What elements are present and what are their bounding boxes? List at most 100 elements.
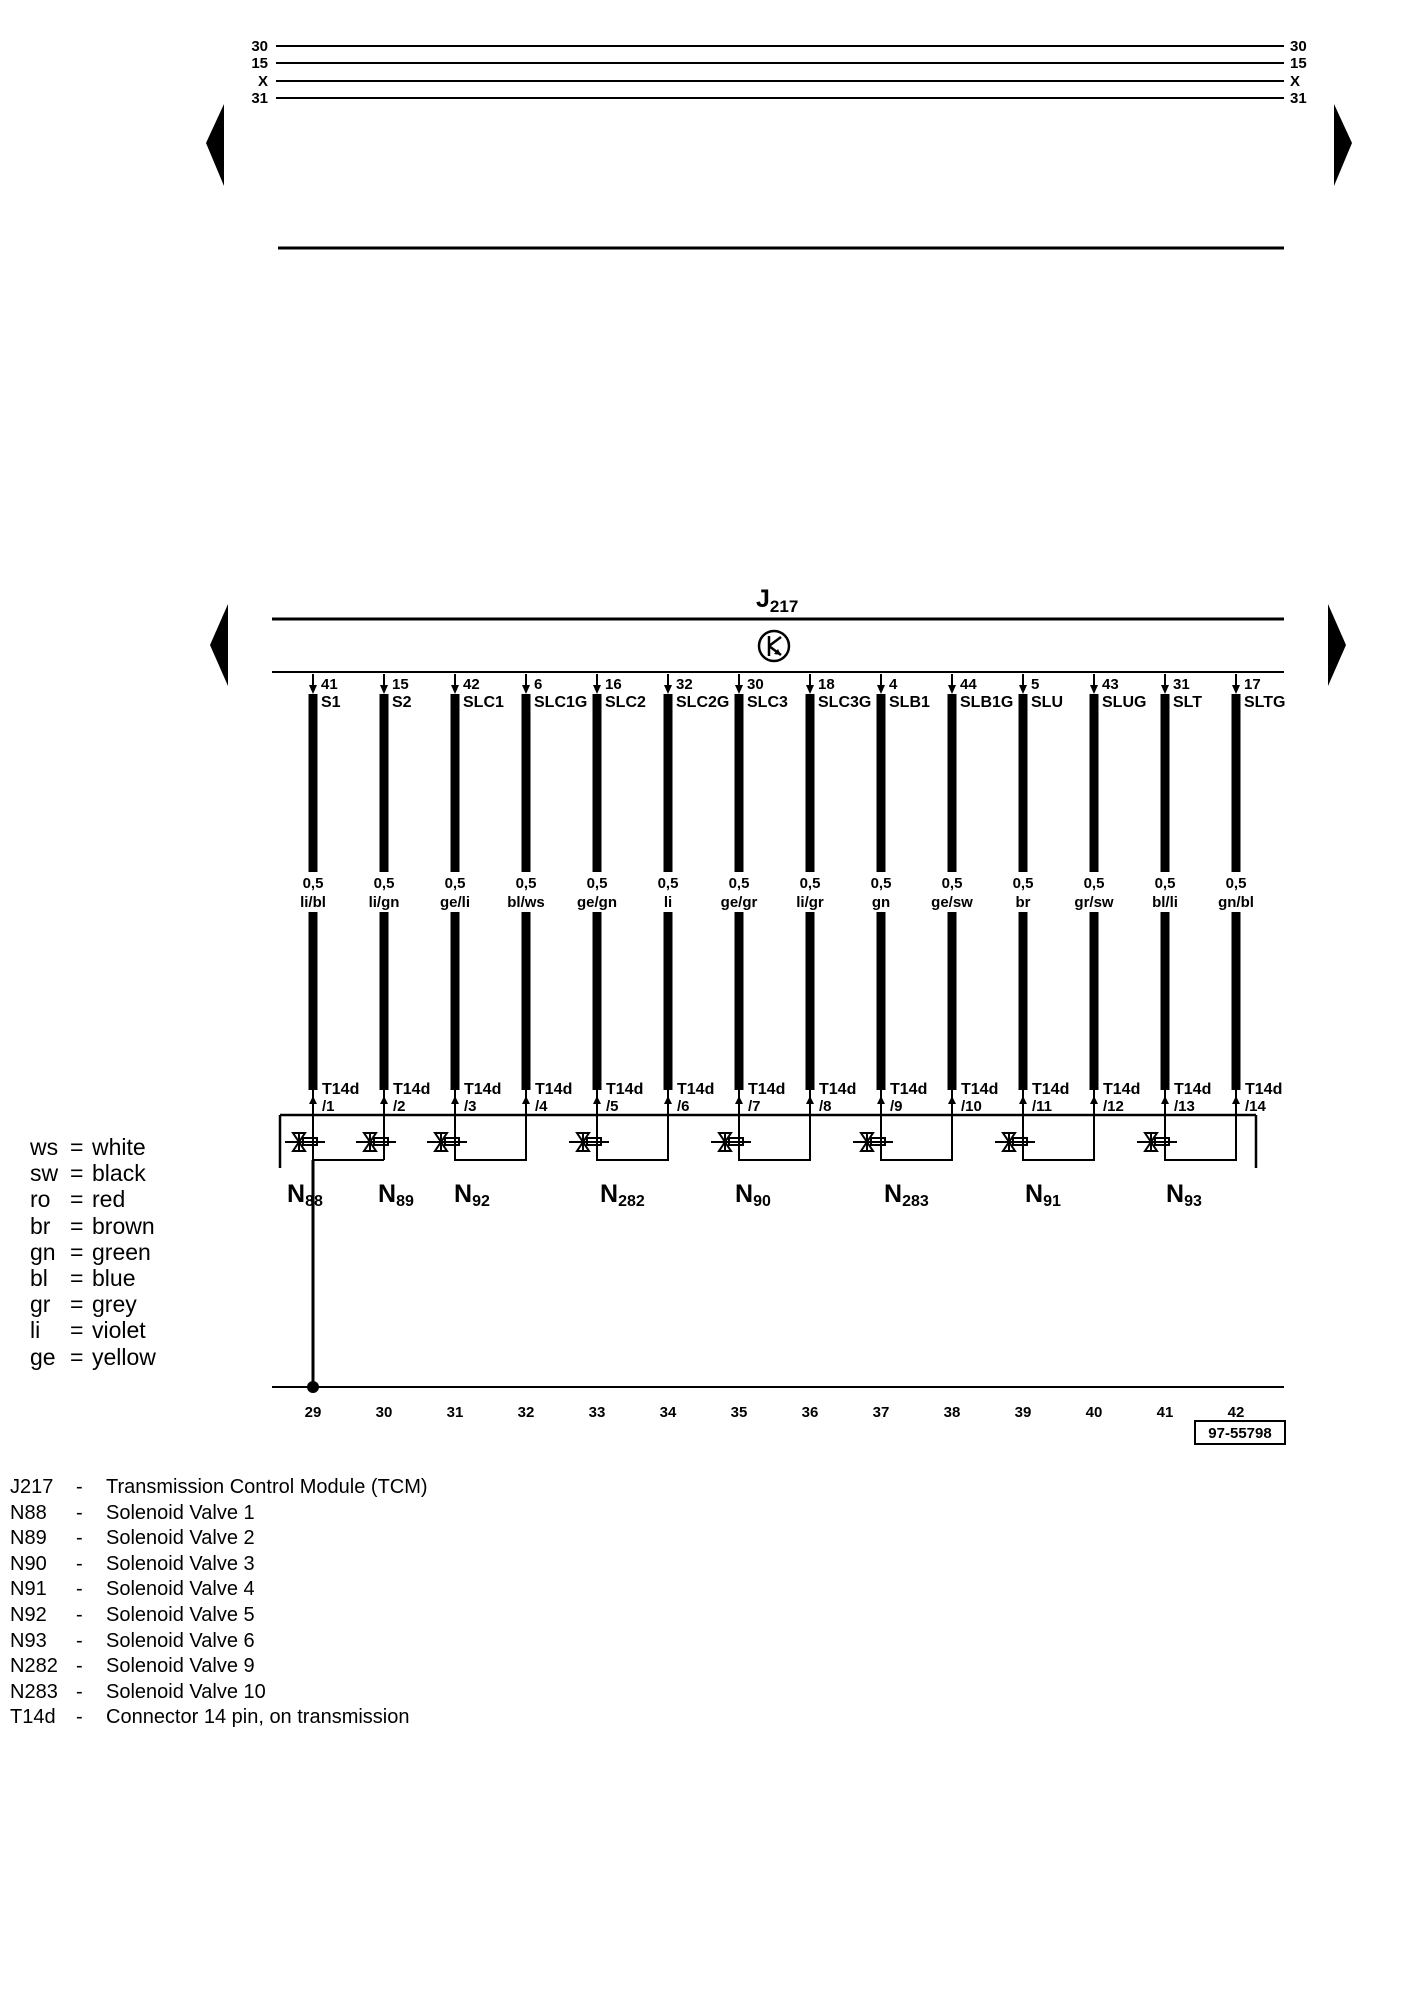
next-page-arrow-top[interactable]: [1334, 104, 1352, 186]
figure-number-box: 97-55798: [1194, 1420, 1286, 1445]
prev-page-arrow-top[interactable]: [206, 104, 224, 186]
connector-pin: /9: [890, 1098, 903, 1115]
key-code: N88: [10, 1501, 47, 1524]
module-pin-number: 4: [889, 676, 898, 693]
module-pin-arrow: [309, 685, 317, 694]
connector-pin-arrow: [806, 1096, 814, 1104]
solenoid-valves: N88N89N92N282N90N283N91N93: [285, 1115, 1237, 1210]
legend-color-name: brown: [92, 1212, 155, 1239]
module-pin-arrow: [806, 685, 814, 694]
legend-equals: =: [70, 1186, 84, 1213]
connector-pin: /4: [535, 1098, 548, 1115]
rail-label-left-15: 15: [251, 55, 268, 72]
solenoid-label-sub: 92: [472, 1193, 490, 1210]
module-pin-arrow: [664, 685, 672, 694]
ground-position-number: 40: [1086, 1404, 1103, 1421]
key-dash: -: [76, 1527, 83, 1550]
wire-harness: 41S10,5li/blT14d/115S20,5li/gnT14d/242SL…: [300, 674, 1285, 1115]
legend-color-name: white: [92, 1134, 146, 1160]
solenoid-label-sub: 91: [1043, 1193, 1061, 1210]
connector-name: T14d: [961, 1081, 998, 1098]
module-label-sub: 217: [770, 597, 798, 616]
rail-label-right-x: X: [1290, 73, 1300, 90]
signal-name: SLC2G: [676, 694, 729, 711]
wire-size: 0,5: [303, 875, 324, 892]
solenoid-label: N90: [735, 1180, 771, 1210]
solenoid-valve-icon: [853, 1132, 893, 1152]
wire-color: bl/ws: [507, 894, 545, 911]
module-pin-arrow: [877, 685, 885, 694]
connector-pin-arrow: [380, 1096, 388, 1104]
connector-pin: /7: [748, 1098, 761, 1115]
legend-row: ge=yellow: [30, 1344, 156, 1370]
module-label-code: J: [756, 585, 770, 613]
next-page-arrow-bottom[interactable]: [1328, 604, 1346, 686]
rail-label-right-31: 31: [1290, 90, 1307, 107]
connector-name: T14d: [819, 1081, 856, 1098]
legend-color-name: grey: [92, 1291, 137, 1318]
legend-row: br=brown: [30, 1213, 156, 1239]
key-description: Solenoid Valve 4: [106, 1578, 255, 1601]
module-pin-arrow: [593, 685, 601, 694]
legend-row: li=violet: [30, 1317, 156, 1343]
component-key: J217-Transmission Control Module (TCM) N…: [10, 1475, 428, 1731]
connector-name: T14d: [748, 1081, 785, 1098]
legend-row: ro=red: [30, 1186, 156, 1212]
module-pin-number: 44: [960, 676, 977, 693]
wire-size: 0,5: [445, 875, 466, 892]
key-row: N90-Solenoid Valve 3: [10, 1552, 428, 1578]
ground-position-number: 31: [447, 1404, 464, 1421]
module-pin-number: 15: [392, 676, 409, 693]
ground-position-number: 30: [376, 1404, 393, 1421]
key-code: N283: [10, 1680, 58, 1703]
module-pin-number: 32: [676, 676, 693, 693]
rail-label-left-x: X: [258, 73, 268, 90]
module-pin-arrow: [380, 685, 388, 694]
ground-position-number: 34: [660, 1404, 677, 1421]
module-pin-arrow: [451, 685, 459, 694]
key-row: N283-Solenoid Valve 10: [10, 1680, 428, 1706]
key-code: N92: [10, 1603, 47, 1626]
solenoid-valve-7: N91: [995, 1115, 1095, 1210]
signal-name: SLTG: [1244, 694, 1285, 711]
solenoid-label-sub: 93: [1184, 1193, 1202, 1210]
wire-size: 0,5: [374, 875, 395, 892]
solenoid-valve-2: N89: [356, 1115, 414, 1210]
solenoid-valve-icon: [995, 1132, 1035, 1152]
connector-pin-arrow: [664, 1096, 672, 1104]
solenoid-label-code: N: [1025, 1180, 1043, 1208]
solenoid-label-code: N: [600, 1180, 618, 1208]
signal-name: SLC3G: [818, 694, 871, 711]
key-row: T14d-Connector 14 pin, on transmission: [10, 1705, 428, 1731]
wire-color: ge/li: [440, 894, 470, 911]
key-description: Transmission Control Module (TCM): [106, 1476, 428, 1498]
ground-junction-dot: [307, 1381, 319, 1393]
wire-size: 0,5: [516, 875, 537, 892]
connector-pin-arrow: [451, 1096, 459, 1104]
legend-equals: =: [70, 1343, 84, 1370]
wire-color: ge/sw: [931, 894, 973, 911]
rail-label-left-31: 31: [251, 90, 268, 107]
ground-position-number: 38: [944, 1404, 961, 1421]
connector-pin-arrow: [1232, 1096, 1240, 1104]
wire-size: 0,5: [658, 875, 679, 892]
wire-size: 0,5: [729, 875, 750, 892]
connector-pin-arrow: [1161, 1096, 1169, 1104]
ground-position-number: 39: [1015, 1404, 1032, 1421]
ground-position-number: 32: [518, 1404, 535, 1421]
solenoid-valve-3: N92: [427, 1115, 527, 1210]
wire-size: 0,5: [800, 875, 821, 892]
legend-color-name: violet: [92, 1317, 146, 1344]
module-pin-arrow: [1019, 685, 1027, 694]
solenoid-label-code: N: [454, 1180, 472, 1208]
module-pin-number: 18: [818, 676, 835, 693]
prev-page-arrow-bottom[interactable]: [210, 604, 228, 686]
legend-color-name: blue: [92, 1265, 136, 1292]
legend-color-name: yellow: [92, 1343, 156, 1370]
module-pin-number: 30: [747, 676, 764, 693]
connector-name: T14d: [606, 1081, 643, 1098]
